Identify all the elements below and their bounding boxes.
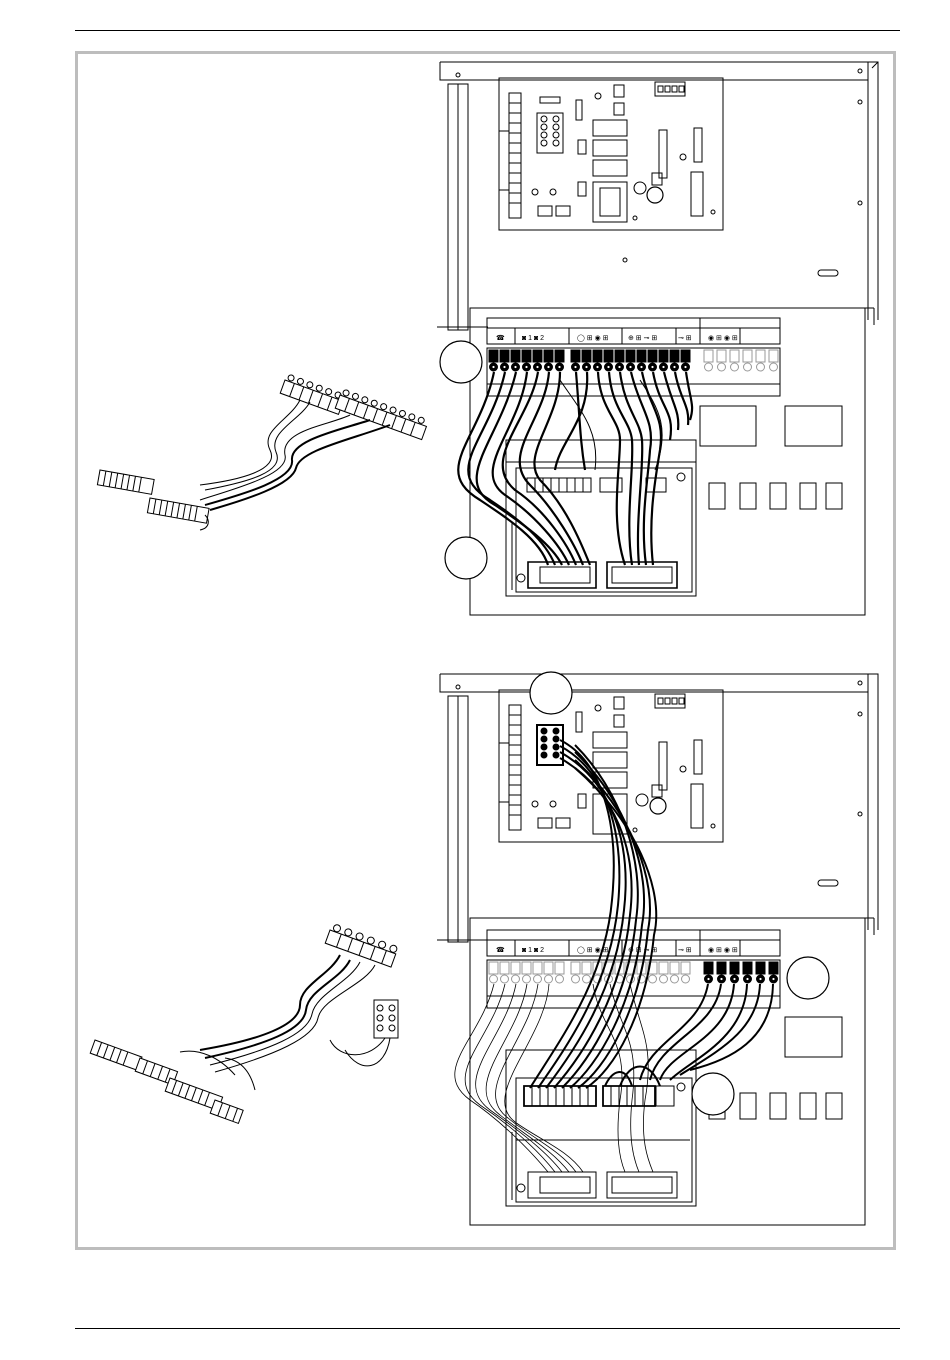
svg-text:⊸ ⊞: ⊸ ⊞ [678,947,692,954]
top-figure: ☎ ◙ 1 ◙ 2 ◯ ⊞ ◉ ⊞ ⊕ ⊞ ⊸ ⊞ ⊸ ⊞ ◉ ⊞ ◉ ⊞ [437,62,878,615]
svg-text:☎: ☎ [496,334,505,342]
svg-text:◙ 1 ◙ 2: ◙ 1 ◙ 2 [522,335,544,342]
svg-text:◉ ⊞ ◉ ⊞: ◉ ⊞ ◉ ⊞ [708,335,738,342]
callout-circle-top-2 [445,537,487,579]
svg-text:☎: ☎ [496,946,505,954]
bottom-harness [90,923,398,1123]
callout-circle-bottom-1 [530,672,572,714]
callout-circle-bottom-2 [787,957,829,999]
callout-circle-bottom-3 [692,1073,734,1115]
svg-text:◉ ⊞ ◉ ⊞: ◉ ⊞ ◉ ⊞ [708,947,738,954]
svg-text:◙ 1 ◙ 2: ◙ 1 ◙ 2 [522,947,544,954]
svg-text:⊸ ⊞: ⊸ ⊞ [678,335,692,342]
top-harness [97,373,428,530]
callout-circle-top-1 [440,341,482,383]
bottom-figure: ☎ ◙ 1 ◙ 2 ◯ ⊞ ◉ ⊞ ⊕ ⊞ ⊸ ⊞ ⊸ ⊞ ◉ ⊞ ◉ ⊞ [437,674,878,1225]
svg-text:◯ ⊞ ◉ ⊞: ◯ ⊞ ◉ ⊞ [577,334,609,342]
svg-text:⊕ ⊞ ⊸ ⊞: ⊕ ⊞ ⊸ ⊞ [628,335,657,342]
